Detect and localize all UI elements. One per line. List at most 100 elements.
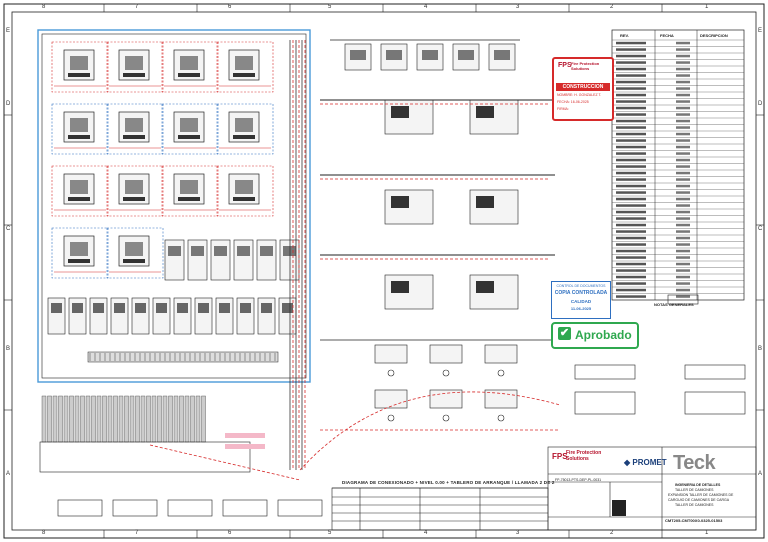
rev-header-desc: DESCRIPCION [700,33,728,38]
module-zone [106,41,164,93]
relay-display [214,246,227,256]
horn-strobe [374,344,408,364]
module-display [180,118,198,132]
col-label: 8 [42,530,46,536]
rev-table-cell [676,119,690,123]
rev-table-cell [616,295,646,298]
rev-table-cell [616,217,646,220]
control-module-display [476,281,494,293]
rev-table-cell [676,243,690,246]
module-terminals [68,197,90,201]
rev-table-cell [676,295,690,298]
rev-table-cell [676,48,690,51]
field-device-display [422,50,438,60]
relay-display [237,246,250,256]
rev-table-cell [676,41,690,45]
terminal-block [113,395,118,443]
rev-table-cell [616,275,646,279]
terminal-block [41,395,47,443]
construction-stamp: FPS Fire Protection Solutions CONSTRUCCI… [552,57,614,121]
field-device-display [350,50,366,60]
col-label: 1 [705,530,709,536]
small-module-row [47,297,297,335]
rev-table-cell [676,132,690,136]
module-display [180,56,198,70]
rev-table-cell [616,210,646,214]
module-terminals [68,73,90,77]
relay-display [260,246,273,256]
legend-symbols [574,294,746,415]
rev-table-cell [676,113,690,116]
rev-table-cell [616,204,646,207]
rev-table-cell [616,152,646,155]
copy-stamp-line3: CALIDAD [570,299,592,304]
terminal-strip [87,351,279,363]
module-terminals [233,197,255,201]
main-panel-outline [37,29,311,383]
terminal-rail [87,351,279,363]
col-label: 5 [328,4,332,10]
label-box [222,499,268,517]
rev-table-cell [616,249,646,253]
terminal-block [168,395,173,443]
io-module-display [282,303,293,313]
col-label: 7 [135,4,139,10]
label-box [57,499,103,517]
terminal-block [195,395,201,443]
terminal-block [74,395,80,443]
io-module-display [135,303,146,313]
terminal-block [118,395,124,443]
project-line: TALLER DE CAMIONES [675,503,714,507]
terminal-block [96,395,102,443]
rev-table-cell [616,243,646,246]
revision-table [611,29,745,301]
eol-device [442,369,450,377]
row-label: B [758,346,763,352]
rev-table-cell [676,171,690,175]
rev-table-cell [616,262,646,266]
control-module-display [476,106,494,118]
module-zone [161,103,219,155]
module-zone [161,165,219,217]
rev-table-cell [616,184,646,188]
sheet-border-outer [3,3,765,539]
rev-table-cell [676,93,690,97]
wiring [149,39,561,481]
rev-header-rev: REV. [620,33,629,38]
terminal-block [151,395,157,443]
bottom-terminal-block [39,395,323,517]
rev-table-cell [676,178,690,181]
rev-table-cell [676,204,690,207]
label-box [277,499,323,517]
label-box [112,499,158,517]
rev-table-cell [676,223,690,227]
module-terminals [123,73,145,77]
module-zone [216,41,274,93]
rev-table-cell [616,171,646,175]
rev-table-cell [676,74,690,77]
rev-table-cell [676,145,690,149]
module-zone [106,227,164,279]
terminal-block [135,395,140,443]
eol-device [387,369,395,377]
rev-table-cell [676,249,690,253]
title-block-marker [612,500,626,516]
title-block [331,446,757,531]
rev-table-cell [616,80,646,84]
stamp-row-nombre: NOMBRE: H. GONZALEZ T. [557,93,602,97]
fps-logo-icon: FPS [558,62,572,69]
terminal-block [47,395,52,443]
relay-display [168,246,181,256]
rev-table-cell [616,223,646,227]
rev-table-cell [616,269,646,272]
fps-logo-icon: FPS [552,452,568,461]
rev-header-date: FECHA [660,33,674,38]
device-groups [344,43,519,422]
rev-table-cell [616,119,646,123]
rev-table-cell [616,41,646,45]
module-display [235,56,253,70]
terminal-block [102,395,107,443]
drawing-title: DIAGRAMA DE CONEXIONADO + NIVEL 0.00 + T… [342,480,555,485]
relay-display [191,246,204,256]
